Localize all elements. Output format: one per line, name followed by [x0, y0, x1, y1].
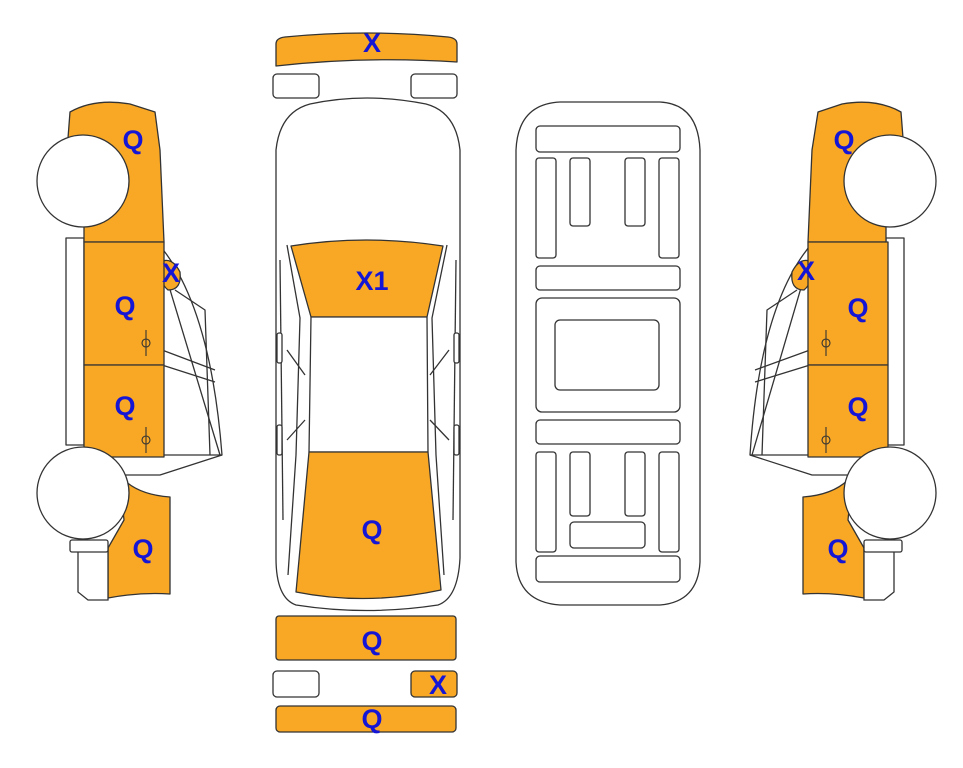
- rear-bumper-lower-panel[interactable]: [275, 705, 457, 733]
- front-lamp-right-panel[interactable]: [410, 73, 458, 99]
- floor-pan: [535, 297, 681, 413]
- damage-labels: X X1 Q Q X Q Q X Q Q Q Q X Q Q Q: [114, 28, 868, 734]
- right-rear-door-handle: [821, 427, 831, 453]
- right-front-door-handle: [821, 330, 831, 356]
- rear-lamp-right-code: X: [429, 670, 447, 700]
- trunk-panel[interactable]: [295, 451, 442, 600]
- left-rear-door-handle: [141, 427, 151, 453]
- right-front-door-code: Q: [847, 293, 868, 323]
- right-rear-bumper-side: [863, 547, 895, 601]
- right-mirror-code: X: [797, 256, 815, 286]
- floor-tunnel: [554, 319, 660, 391]
- frame-rail: [569, 451, 591, 517]
- frame-rail: [624, 157, 646, 227]
- fuel-tank: [569, 521, 646, 549]
- left-b-pillar: [174, 289, 211, 456]
- right-front-wheel: [843, 134, 937, 228]
- right-rear-wheel: [843, 446, 937, 540]
- front-bumper-panel[interactable]: [275, 32, 458, 67]
- trunk-code: Q: [361, 515, 382, 545]
- rear-lamp-right-panel[interactable]: [410, 670, 458, 698]
- frame-rail: [569, 157, 591, 227]
- underbody-rear-bar: [535, 555, 681, 583]
- right-tail-lamp: [863, 539, 903, 553]
- left-mirror-top: [276, 332, 283, 364]
- underbody-panel[interactable]: [515, 101, 701, 606]
- left-rear-wheel: [36, 446, 130, 540]
- left-rear-door-code: Q: [114, 391, 135, 421]
- front-bumper-code: X: [363, 28, 381, 58]
- a-pillar-right: [431, 244, 448, 576]
- rear-bumper-upper-panel[interactable]: [275, 615, 457, 661]
- front-lamp-left-panel[interactable]: [272, 73, 320, 99]
- frame-rail: [658, 451, 680, 553]
- hood-panel[interactable]: [290, 239, 444, 318]
- frame-rail: [535, 451, 557, 553]
- left-rear-door-panel[interactable]: [83, 364, 165, 458]
- right-side-view: [749, 101, 937, 601]
- left-rear-bumper-side: [77, 547, 109, 601]
- left-tail-lamp: [69, 539, 109, 553]
- frame-rail: [535, 157, 557, 259]
- right-b-pillar: [761, 289, 798, 456]
- right-mirror-top: [453, 332, 460, 364]
- cross-member: [535, 419, 681, 445]
- left-sill-line: [279, 259, 284, 521]
- right-handle-top: [453, 424, 460, 456]
- left-pillar-line: [286, 349, 306, 441]
- left-front-door-code: Q: [114, 291, 135, 321]
- rear-lamp-left-panel[interactable]: [272, 670, 320, 698]
- right-rear-door-code: Q: [847, 392, 868, 422]
- right-window-frame: [750, 349, 812, 456]
- left-front-door-panel[interactable]: [83, 241, 165, 366]
- underbody-front-bar: [535, 125, 681, 153]
- top-view: [272, 32, 461, 733]
- right-pillar-line: [429, 349, 450, 441]
- left-handle-top: [276, 424, 283, 456]
- left-window-frame: [160, 349, 222, 456]
- hood-code: X1: [355, 266, 388, 296]
- left-front-wheel: [36, 134, 130, 228]
- roof-panel[interactable]: [308, 316, 429, 453]
- left-front-fender-code: Q: [122, 125, 143, 155]
- rear-bumper-upper-code: Q: [361, 626, 382, 656]
- cross-member: [535, 265, 681, 291]
- a-pillar-left: [286, 244, 301, 576]
- left-mirror-code: X: [162, 258, 180, 288]
- right-front-fender-code: Q: [833, 125, 854, 155]
- right-rear-quarter-code: Q: [827, 534, 848, 564]
- rear-bumper-lower-code: Q: [361, 704, 382, 734]
- frame-rail: [624, 451, 646, 517]
- right-sill-line: [452, 259, 457, 521]
- left-side-view: [36, 101, 223, 601]
- frame-rail: [658, 157, 680, 259]
- left-front-door-handle: [141, 330, 151, 356]
- underbody-view: [515, 101, 701, 606]
- left-rear-quarter-code: Q: [132, 534, 153, 564]
- right-rear-door-panel[interactable]: [807, 364, 889, 458]
- car-body-outline: [275, 97, 461, 612]
